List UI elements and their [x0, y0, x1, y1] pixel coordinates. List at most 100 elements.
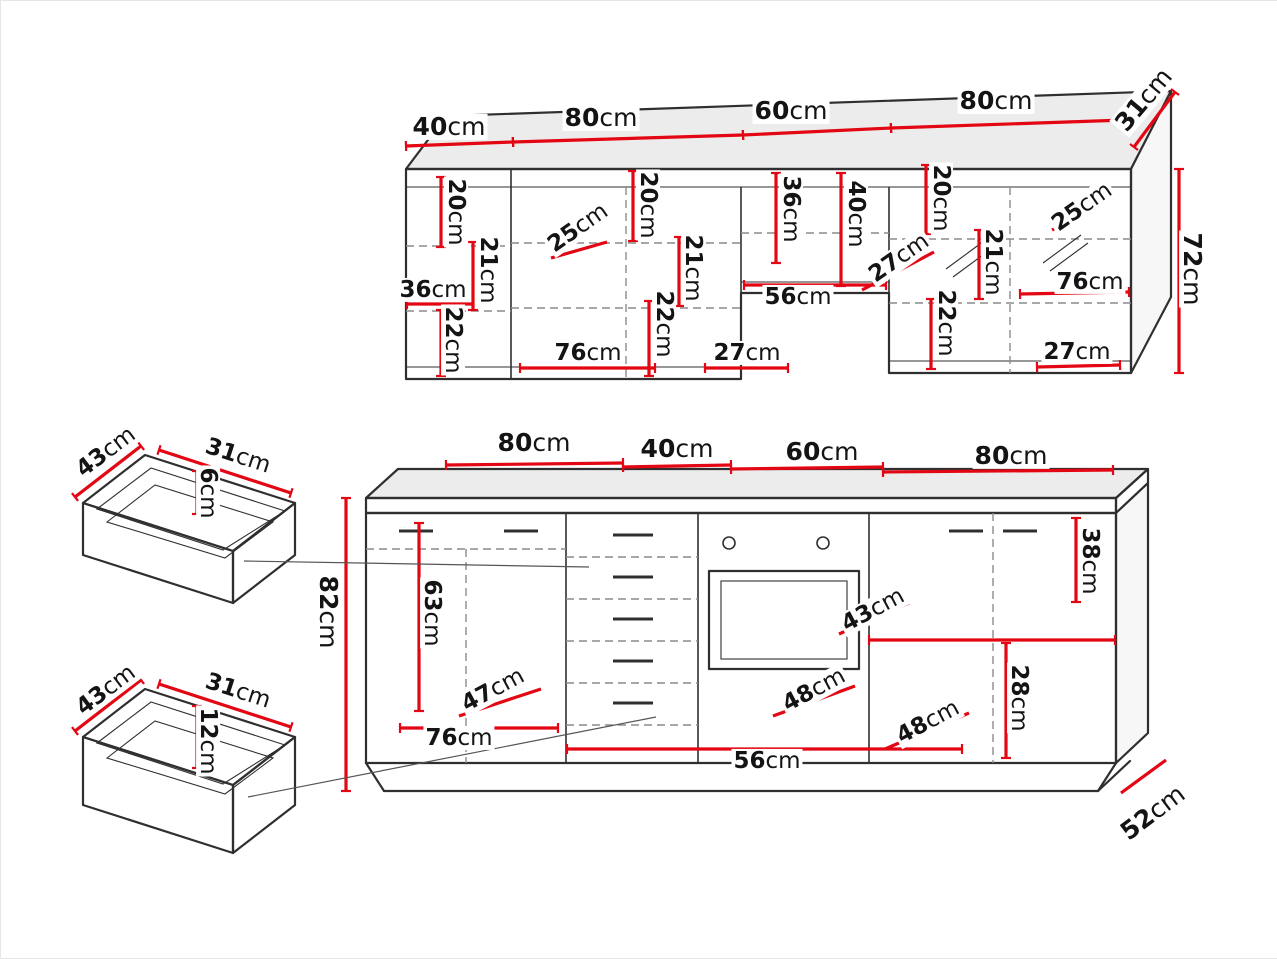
dim-value: 36: [778, 175, 805, 208]
dim-unit: cm: [586, 339, 622, 366]
dim-value: 80: [497, 427, 533, 457]
dim-value: 40: [640, 433, 676, 463]
dim-value: 80: [959, 85, 995, 115]
dim-value: 76: [554, 339, 587, 366]
dim-lower-width-3: 60cm: [783, 436, 861, 466]
dim-upper-width-2: 80cm: [562, 102, 640, 132]
dim-upper-20b: 20cm: [635, 169, 662, 241]
dim-value: 40: [843, 180, 870, 213]
dim-upper-width-1: 40cm: [410, 111, 488, 141]
dim-unit: cm: [980, 260, 1007, 296]
dim-value: 56: [764, 283, 797, 310]
dim-value: 63: [419, 579, 446, 612]
dim-drawer-small-height: 6cm: [195, 465, 222, 521]
dim-unit: cm: [1075, 338, 1111, 365]
dim-upper-76a: 76cm: [552, 339, 624, 366]
dim-upper-40b: 40cm: [843, 178, 870, 250]
dim-upper-22c: 22cm: [933, 287, 960, 359]
dim-unit: cm: [195, 483, 222, 519]
dim-upper-36b: 36cm: [778, 173, 805, 245]
dim-upper-20c: 20cm: [928, 162, 955, 234]
dim-unit: cm: [796, 283, 832, 310]
dim-upper-22b: 22cm: [651, 288, 678, 360]
dim-value: 80: [564, 102, 600, 132]
dim-unit: cm: [789, 95, 828, 125]
dim-unit: cm: [765, 747, 801, 774]
dim-value: 76: [425, 724, 458, 751]
dim-unit: cm: [1006, 696, 1033, 732]
dim-value: 76: [1056, 268, 1089, 295]
dim-upper-20a: 20cm: [443, 176, 470, 248]
dim-value: 22: [933, 289, 960, 322]
dim-value: 21: [475, 236, 502, 269]
dim-unit: cm: [745, 339, 781, 366]
dim-value: 82: [314, 575, 344, 611]
dim-unit: cm: [447, 111, 486, 141]
dim-upper-21b: 21cm: [680, 232, 707, 304]
dim-value: 21: [680, 234, 707, 267]
dim-value: 60: [785, 436, 821, 466]
dim-value: 40: [412, 111, 448, 141]
dim-lower-width-1: 80cm: [495, 427, 573, 457]
dim-value: 6: [195, 467, 222, 484]
dim-value: 38: [1077, 527, 1104, 560]
dim-unit: cm: [1178, 267, 1208, 306]
dim-lower-38: 38cm: [1077, 525, 1104, 597]
dim-unit: cm: [1009, 440, 1048, 470]
dim-unit: cm: [419, 611, 446, 647]
dim-value: 20: [443, 178, 470, 211]
dim-upper-22a: 22cm: [440, 304, 467, 376]
dim-upper-76b: 76cm: [1054, 268, 1126, 295]
dim-value: 20: [635, 171, 662, 204]
dim-unit: cm: [933, 321, 960, 357]
dim-unit: cm: [680, 266, 707, 302]
dim-lower-63: 63cm: [419, 577, 446, 649]
dim-unit: cm: [994, 85, 1033, 115]
dim-upper-21c: 21cm: [980, 226, 1007, 298]
dim-value: 12: [195, 707, 222, 740]
dim-upper-36a: 36cm: [397, 276, 469, 303]
dim-value: 21: [980, 228, 1007, 261]
dim-unit: cm: [675, 433, 714, 463]
dim-upper-width-4: 80cm: [957, 85, 1035, 115]
dim-lower-height: 82cm: [314, 573, 344, 651]
dim-unit: cm: [635, 203, 662, 239]
dim-unit: cm: [431, 276, 467, 303]
dim-value: 20: [928, 164, 955, 197]
dim-value: 72: [1178, 232, 1208, 268]
oven-knob-icon: [722, 536, 736, 550]
dim-value: 36: [399, 276, 432, 303]
dim-value: 27: [713, 339, 746, 366]
dim-unit: cm: [843, 212, 870, 248]
dim-value: 28: [1006, 664, 1033, 697]
dim-upper-56: 56cm: [762, 283, 834, 310]
dim-unit: cm: [440, 338, 467, 374]
dim-unit: cm: [599, 102, 638, 132]
pointer-lines: [243, 560, 657, 798]
dim-unit: cm: [532, 427, 571, 457]
dim-lower-56: 56cm: [731, 747, 803, 774]
dim-unit: cm: [475, 268, 502, 304]
dim-value: 27: [1043, 338, 1076, 365]
dim-upper-27a: 27cm: [711, 339, 783, 366]
dim-lower-width-2: 40cm: [638, 433, 716, 463]
dim-unit: cm: [778, 207, 805, 243]
dim-value: 60: [754, 95, 790, 125]
dim-unit: cm: [443, 210, 470, 246]
dim-unit: cm: [1077, 559, 1104, 595]
dim-drawer-large-height: 12cm: [195, 705, 222, 777]
oven-door: [707, 569, 861, 671]
oven-knob-icon: [816, 536, 830, 550]
dim-upper-21a: 21cm: [475, 234, 502, 306]
dim-unit: cm: [928, 196, 955, 232]
dim-value: 22: [440, 306, 467, 339]
dim-upper-width-3: 60cm: [752, 95, 830, 125]
dim-unit: cm: [195, 739, 222, 775]
dim-upper-height: 72cm: [1178, 230, 1208, 308]
dim-upper-27c: 27cm: [1041, 338, 1113, 365]
dim-value: 80: [974, 440, 1010, 470]
dim-unit: cm: [651, 322, 678, 358]
dim-unit: cm: [820, 436, 859, 466]
